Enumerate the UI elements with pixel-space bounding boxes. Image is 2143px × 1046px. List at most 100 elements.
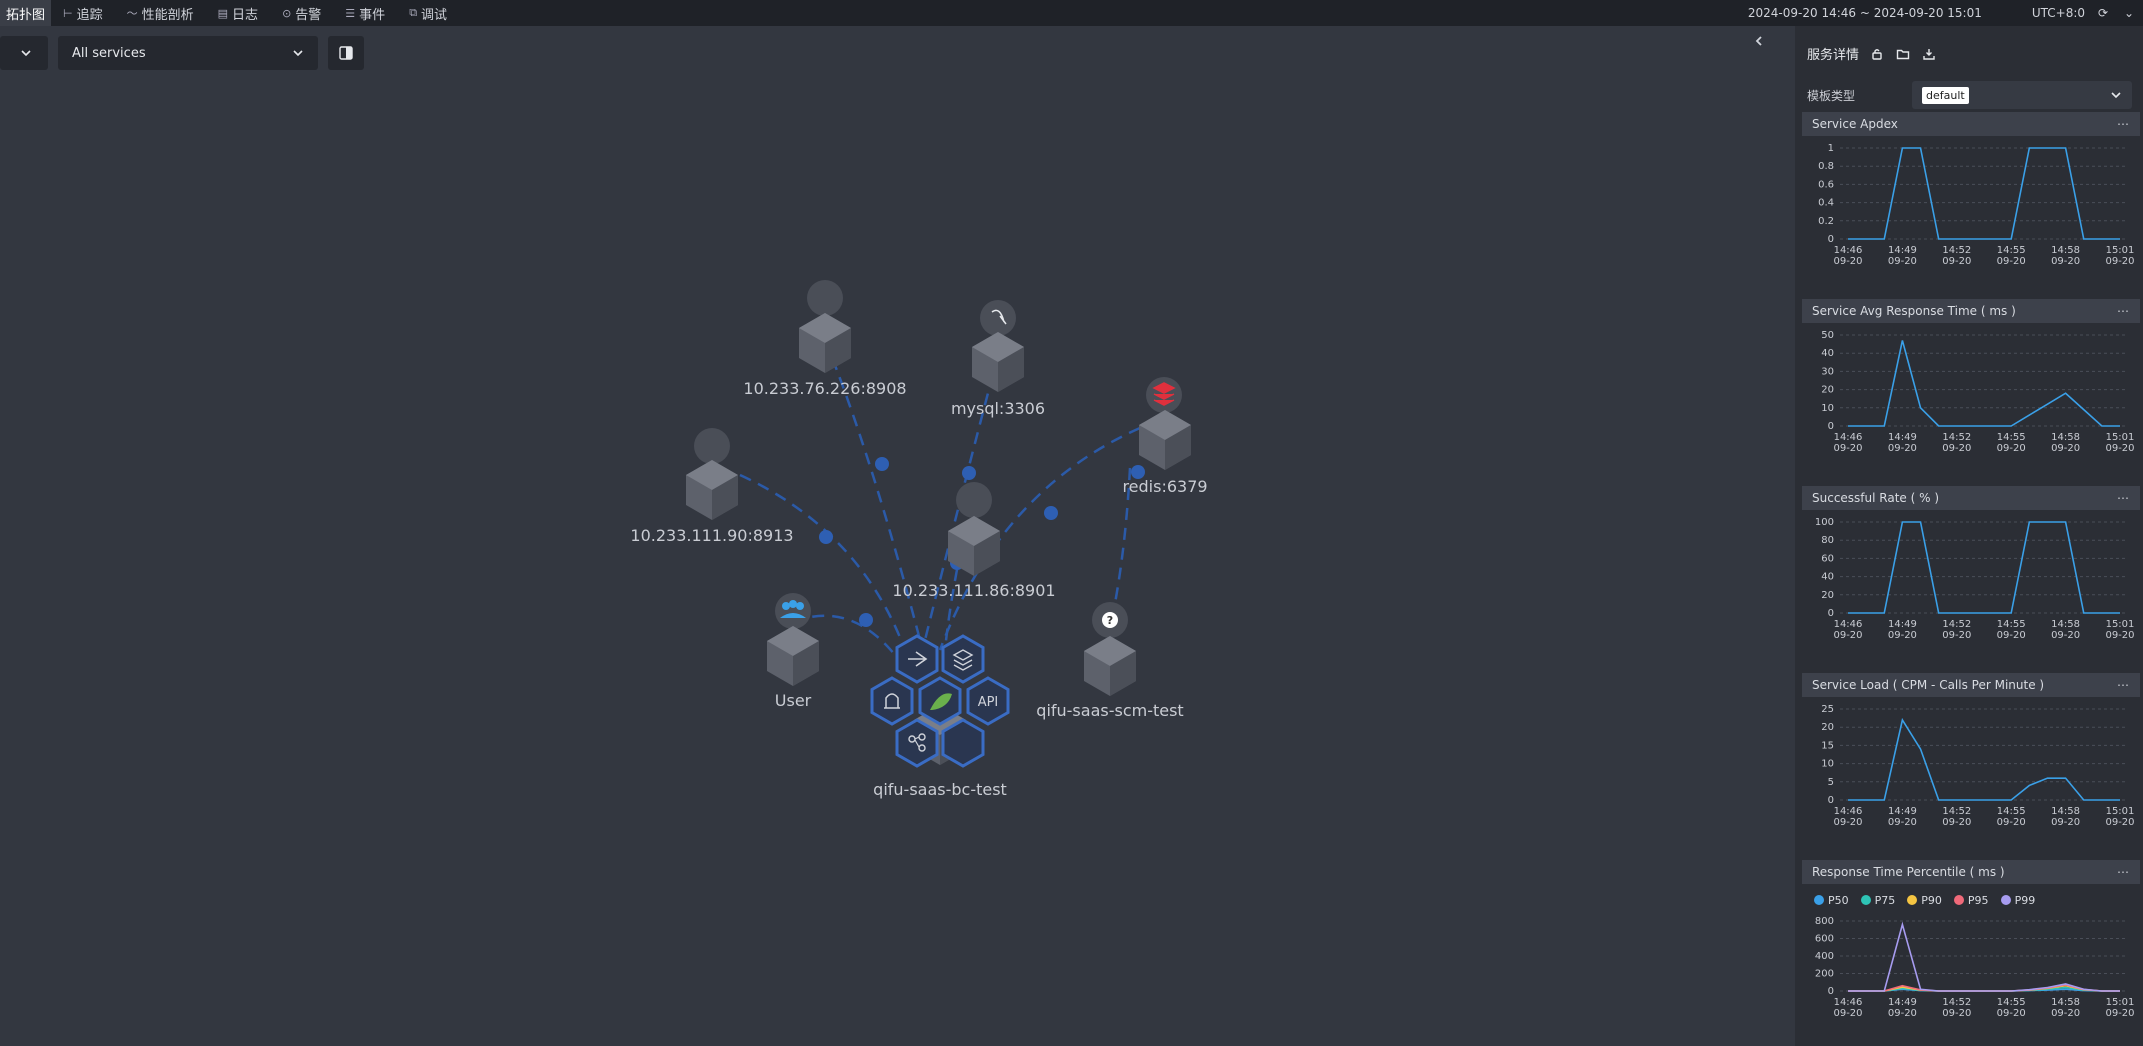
node-redis[interactable]: redis:6379 — [1122, 377, 1208, 496]
hex-topology-button[interactable] — [895, 718, 939, 768]
x-tick-date: 09-20 — [1942, 630, 1971, 641]
metric-title: Service Avg Response Time ( ms ) — [1812, 304, 2016, 318]
y-tick-label: 20 — [1821, 385, 1834, 396]
chevron-down-icon[interactable]: ⌄ — [2123, 6, 2135, 20]
x-tick-label: 15:01 — [2106, 245, 2135, 256]
edge-n4[interactable] — [739, 473, 907, 651]
x-tick-date: 09-20 — [1833, 256, 1862, 267]
tab-profile[interactable]: 〜 性能剖析 — [115, 0, 206, 26]
legend-item[interactable]: P95 — [1953, 894, 1989, 907]
hex-layers-button[interactable] — [941, 634, 985, 684]
y-tick-label: 0.4 — [1818, 198, 1834, 209]
services-select[interactable]: All services — [58, 36, 318, 70]
view-settings-button[interactable] — [328, 36, 364, 70]
template-select[interactable]: default — [1912, 81, 2132, 109]
x-tick-label: 15:01 — [2106, 619, 2135, 630]
legend-item[interactable]: P75 — [1860, 894, 1895, 907]
timezone[interactable]: UTC+8:0 — [2031, 6, 2085, 20]
series-line[interactable] — [1848, 717, 2120, 801]
svg-text:?: ? — [1107, 614, 1113, 627]
hex-service-button[interactable] — [918, 676, 962, 726]
node-qifu-saas-bc-test[interactable]: API qifu-saas-bc-test — [870, 634, 1010, 799]
more-icon[interactable]: ⋯ — [2117, 865, 2130, 879]
edge-n1[interactable] — [823, 339, 922, 641]
x-tick-label: 15:01 — [2106, 997, 2135, 1008]
edge-dot[interactable] — [819, 530, 833, 544]
y-tick-label: 30 — [1821, 366, 1834, 377]
node-user[interactable]: User — [767, 593, 819, 710]
x-tick-label: 14:46 — [1834, 997, 1863, 1008]
node-10.233.111.86[interactable]: 10.233.111.86:8901 — [892, 482, 1056, 600]
hex-api-button[interactable]: API — [966, 676, 1010, 726]
hex-traces-button[interactable] — [895, 634, 939, 684]
lock-icon[interactable] — [1869, 46, 1885, 62]
edge-dot[interactable] — [859, 613, 873, 627]
edge-dot[interactable] — [875, 457, 889, 471]
x-tick-label: 14:55 — [1997, 806, 2026, 817]
more-icon[interactable]: ⋯ — [2117, 678, 2130, 692]
tab-debug[interactable]: ⧉ 调试 — [397, 0, 459, 26]
series-line[interactable] — [1848, 521, 2120, 614]
legend-item[interactable]: P50 — [1814, 894, 1849, 907]
tab-trace[interactable]: ⊢ 追踪 — [51, 0, 115, 26]
tab-topology[interactable]: 拓扑图 — [0, 0, 52, 26]
hex-alarm-button[interactable] — [870, 676, 914, 726]
more-icon[interactable]: ⋯ — [2117, 491, 2130, 505]
tab-alert[interactable]: ⊙ 告警 — [270, 0, 333, 26]
edge-n5[interactable] — [943, 529, 967, 651]
x-tick-date: 09-20 — [2051, 1008, 2080, 1019]
chevron-down-icon — [2111, 92, 2121, 99]
metric-title: Service Load ( CPM - Calls Per Minute ) — [1812, 678, 2045, 692]
node-10.233.111.90[interactable]: 10.233.111.90:8913 — [630, 428, 794, 545]
series-line-p99[interactable] — [1848, 921, 2120, 992]
download-icon[interactable] — [1921, 46, 1937, 62]
x-tick-date: 09-20 — [1888, 443, 1917, 454]
more-icon[interactable]: ⋯ — [2117, 304, 2130, 318]
y-tick-label: 40 — [1821, 348, 1834, 359]
node-mysql[interactable]: mysql:3306 — [951, 300, 1045, 418]
series-line[interactable] — [1848, 340, 2120, 427]
hex-empty-slot — [941, 718, 985, 768]
line-chart: 02040608010014:4609-2014:4909-2014:5209-… — [1815, 517, 2135, 641]
y-tick-label: 15 — [1821, 740, 1834, 751]
edge-dot[interactable] — [1044, 506, 1058, 520]
legend-item[interactable]: P90 — [1907, 894, 1942, 907]
legend-item[interactable]: P99 — [2000, 894, 2036, 907]
series-line[interactable] — [1848, 147, 2120, 240]
more-icon[interactable]: ⋯ — [2117, 117, 2130, 131]
node-avatar-icon — [807, 280, 843, 316]
legend-swatch — [2000, 895, 2011, 905]
y-tick-label: 0.6 — [1818, 179, 1834, 190]
tab-trace-label: 追踪 — [76, 7, 103, 23]
legend-label: P99 — [2014, 894, 2036, 907]
x-tick-date: 09-20 — [1888, 256, 1917, 267]
x-tick-label: 14:58 — [2051, 432, 2080, 443]
tab-log[interactable]: ▤ 日志 — [206, 0, 270, 26]
x-tick-label: 14:49 — [1888, 997, 1917, 1008]
x-tick-date: 09-20 — [1997, 817, 2026, 828]
time-controls: 2024-09-20 14:46 ~ 2024-09-20 15:01 UTC+… — [1748, 0, 2143, 26]
edge-dot[interactable] — [1131, 465, 1145, 479]
edge-user[interactable] — [792, 614, 896, 656]
y-tick-label: 80 — [1821, 535, 1834, 546]
legend-swatch — [1814, 895, 1824, 905]
node-qifu-saas-scm-test[interactable]: ? qifu-saas-scm-test — [1036, 602, 1184, 720]
time-range[interactable]: 2024-09-20 14:46 ~ 2024-09-20 15:01 — [1747, 6, 1982, 20]
edge-n3[interactable] — [938, 426, 1141, 651]
edge-dot[interactable] — [962, 466, 976, 480]
layer-select[interactable] — [0, 36, 48, 70]
tab-event[interactable]: ☰ 事件 — [333, 0, 397, 26]
template-select-value: default — [1922, 86, 1969, 104]
folder-icon[interactable] — [1895, 46, 1911, 62]
y-tick-label: 40 — [1821, 572, 1834, 583]
y-tick-label: 0.8 — [1818, 161, 1834, 172]
template-label: 模板类型 — [1807, 88, 1856, 103]
x-tick-label: 14:52 — [1942, 619, 1971, 630]
layers-icon — [952, 649, 974, 671]
collapse-panel-icon[interactable] — [1752, 34, 1768, 52]
node-10.233.76.226[interactable]: 10.233.76.226:8908 — [743, 280, 907, 398]
refresh-icon[interactable]: ⟳ — [2097, 6, 2109, 20]
